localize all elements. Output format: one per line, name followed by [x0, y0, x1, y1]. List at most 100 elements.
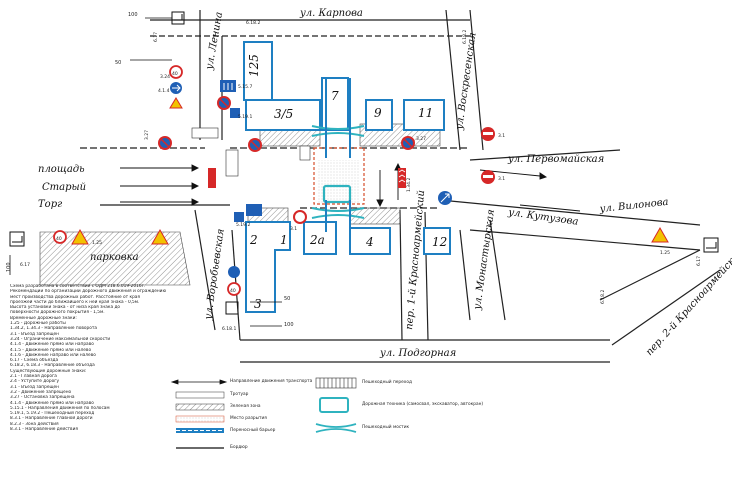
parking-label: парковка	[90, 252, 139, 263]
sign-code: 6.18.2	[462, 30, 468, 44]
building-3-label: 3	[254, 297, 262, 311]
no-stopping-sign-icon	[248, 138, 262, 152]
notes-line: 4.1.6 - Движение направо или налево	[10, 352, 96, 358]
notes-line: 1.34.2, 1.34.3 - Направление поворота	[10, 326, 98, 332]
direction-sign-icon	[228, 266, 240, 278]
street-podgornaya: ул. Подгорная	[379, 348, 456, 359]
notes-line: 8.2.3 - Зона действия	[10, 421, 59, 427]
sign-code: 6.17	[696, 256, 702, 266]
building-12	[423, 227, 451, 255]
notes-line: 8.3.1 - Направление главной дороги	[10, 416, 93, 422]
notes-line: 6.17 - Схема объезда	[10, 358, 59, 364]
distance-label: 50	[284, 296, 290, 302]
legend-sidewalk-icon	[175, 391, 225, 399]
building-9-label: 9	[374, 106, 382, 120]
notes-line: 3.27 - Остановка запрещена	[10, 395, 75, 401]
crossing-sign-icon	[230, 108, 240, 118]
street-vorobyevskaya: ул. Воробьевская	[203, 228, 227, 321]
road-works-sign-icon	[169, 97, 183, 109]
no-entry-sign-icon	[481, 170, 495, 184]
no-stopping-sign-icon	[217, 96, 231, 110]
sign-code: 3.1	[498, 176, 505, 182]
street-krasnoarmeyskiy-2: пер. 2-й Красноармейский	[644, 246, 732, 358]
legend-traffic-label: Направление движения транспорта	[230, 379, 313, 384]
notes-line: 6.18.2, 6.18.3 - Направление объезда	[10, 363, 95, 369]
svg-text:40: 40	[230, 288, 236, 294]
building-12-label: 12	[432, 235, 447, 249]
sign-code: 5.15.7	[238, 84, 252, 90]
sign-code: 6.18.2	[600, 290, 606, 304]
notes-line: 8.3.1 - Направление действия	[10, 427, 78, 433]
lane-sign-icon	[220, 80, 236, 92]
detour-sign-icon	[171, 11, 185, 25]
legend-crossing-label: Пешеходный переход	[362, 380, 412, 385]
crosswalks	[191, 127, 311, 177]
work-zone	[311, 78, 365, 232]
legend-kerb-label: Бордюр	[230, 445, 248, 450]
detour-sign-icon	[703, 237, 719, 253]
detour-sign-icon	[225, 301, 239, 315]
street-karpova: ул. Карпова	[299, 8, 363, 19]
legend-bridge-label: Пешеходный мостик	[362, 425, 410, 430]
road-works-sign-icon	[71, 228, 89, 245]
no-entry-sign-icon	[293, 210, 307, 224]
legend-traffic-arrow-icon	[170, 379, 228, 385]
road-works-sign-icon	[151, 228, 169, 245]
sign-code: 6.18.2	[246, 20, 260, 26]
chevron-sign-icon	[208, 168, 216, 188]
notes-line: 2.1 - Главная дорога	[10, 374, 57, 380]
direction-sign-icon	[170, 82, 182, 94]
direction-sign-icon	[438, 191, 452, 205]
legend-barrier-icon	[176, 428, 224, 433]
sign-code: 3.1	[290, 226, 297, 232]
sign-code: 3.24	[160, 74, 170, 80]
sign-code: 3.27	[416, 136, 426, 142]
notes-line: 3.2 - Движение запрещено	[10, 389, 72, 395]
building-2a-label: 2а	[309, 233, 325, 247]
distance-label: 100	[284, 322, 294, 328]
notes-header: Схема разработана в соответствии с ОДМ 2…	[10, 284, 146, 289]
street-pervomayskaya: ул. Первомайская	[507, 154, 604, 165]
notes-line: 4.1.4 - Движение прямо или направо	[10, 400, 94, 406]
sign-code: 6.17	[153, 32, 159, 42]
sign-code: 3.27	[144, 130, 150, 140]
street-monastyrskaya: ул. Монастырская	[472, 209, 497, 312]
distance-label: 100	[6, 262, 12, 272]
speed-limit-sign-icon: 40	[53, 230, 67, 244]
building-3-5	[245, 99, 321, 131]
building-3-5-label: 3/5	[274, 107, 293, 121]
building-7-label: 7	[331, 89, 339, 103]
legend-symbols	[170, 377, 357, 449]
notes-line: мест производства дорожных работ. Рассто…	[10, 294, 141, 300]
legend-dig-icon	[175, 415, 225, 423]
chevron-sign-icon	[398, 168, 406, 188]
building-9	[365, 99, 393, 131]
street-voskresenskaya: ул. Воскресенская	[454, 32, 479, 132]
square-name-3: Торг	[38, 199, 62, 210]
building-125-label: 125	[247, 54, 261, 77]
sign-code: 4.1.4	[158, 88, 170, 94]
distance-label: 100	[128, 12, 138, 18]
speed-limit-sign-icon: 40	[169, 65, 183, 79]
svg-text:40: 40	[172, 71, 178, 77]
sign-code-labels: 6.18.2 6.18.2 6.17 6.17 6.17 5.15.7 5.19…	[20, 20, 702, 332]
sign-code: 6.18.1	[222, 326, 236, 332]
notes-line: 3.1 - Въезд запрещен	[10, 384, 59, 390]
street-vilonova: ул. Вилонова	[598, 197, 669, 215]
no-stopping-sign-icon	[401, 136, 415, 150]
no-stopping-sign-icon	[158, 136, 172, 150]
buildings	[243, 41, 451, 313]
legend-bridge-icon	[315, 423, 357, 433]
notes-line: 3.1 - Въезд запрещен	[10, 331, 59, 337]
distance-label: 50	[115, 60, 121, 66]
crossing-sign-icon	[234, 212, 244, 222]
building-11-label: 11	[418, 106, 433, 120]
notes-line: 4.1.4 - Движение прямо или направо	[10, 342, 94, 348]
notes-line: 4.1.5 - Движение прямо или налево	[10, 347, 92, 353]
sign-code: 1.34.2	[406, 178, 412, 192]
sign-code: 1.25	[660, 250, 670, 256]
building-1-label: 1	[280, 233, 288, 247]
sign-code: 3.1	[498, 133, 505, 139]
notes-line: Временные дорожные знаки:	[10, 315, 77, 321]
